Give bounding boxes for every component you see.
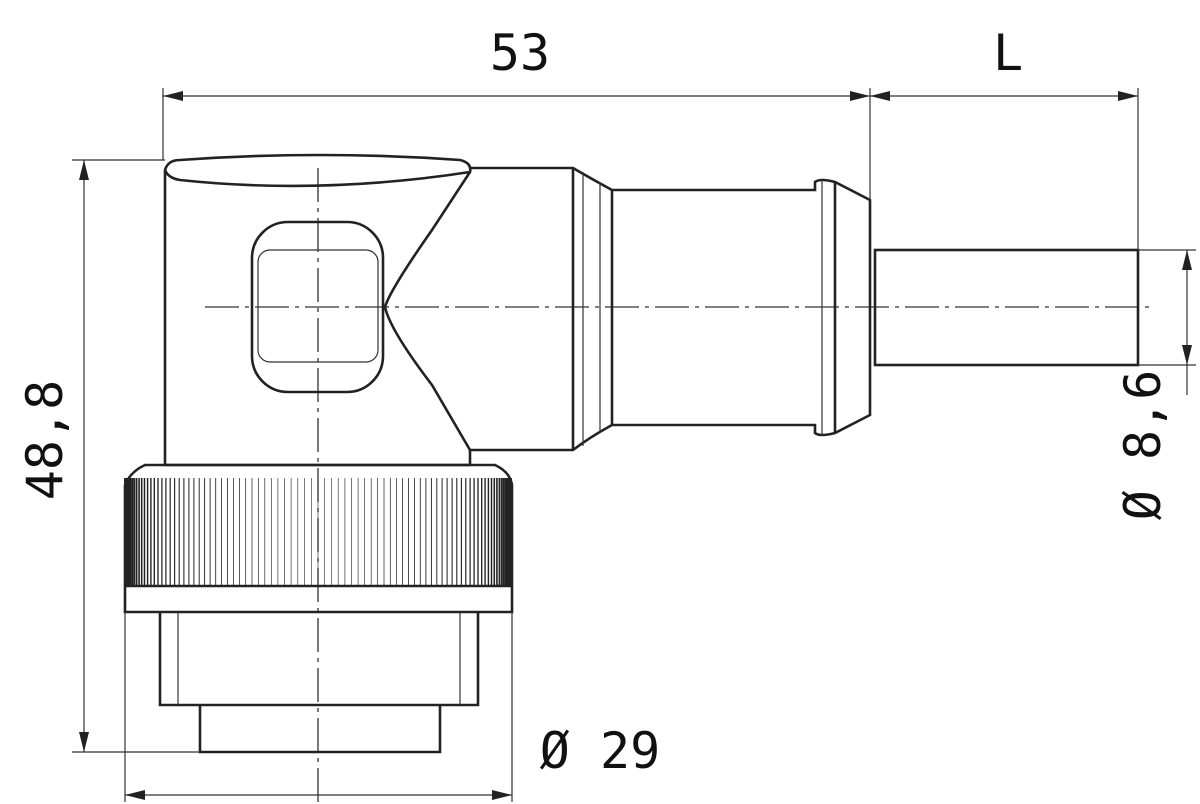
connector-socket (158, 612, 480, 754)
dimension-cable-diameter: Ø 8,6 (1114, 249, 1196, 521)
dim-overall-length: 53 (490, 24, 550, 82)
dimension-bottom: Ø 29 (124, 612, 660, 802)
dimension-top: 53 L (162, 24, 1139, 250)
dimension-left: 48,8 (16, 159, 200, 753)
knurl-pattern (124, 478, 512, 586)
dim-nut-diameter: Ø 29 (540, 722, 660, 780)
connector-body (470, 166, 872, 452)
cable (873, 248, 1140, 367)
knurled-nut (123, 463, 514, 614)
dim-overall-height: 48,8 (16, 380, 74, 500)
window (250, 220, 385, 394)
dim-cable-diameter: Ø 8,6 (1114, 370, 1172, 521)
dim-cable-length: L (993, 24, 1023, 82)
